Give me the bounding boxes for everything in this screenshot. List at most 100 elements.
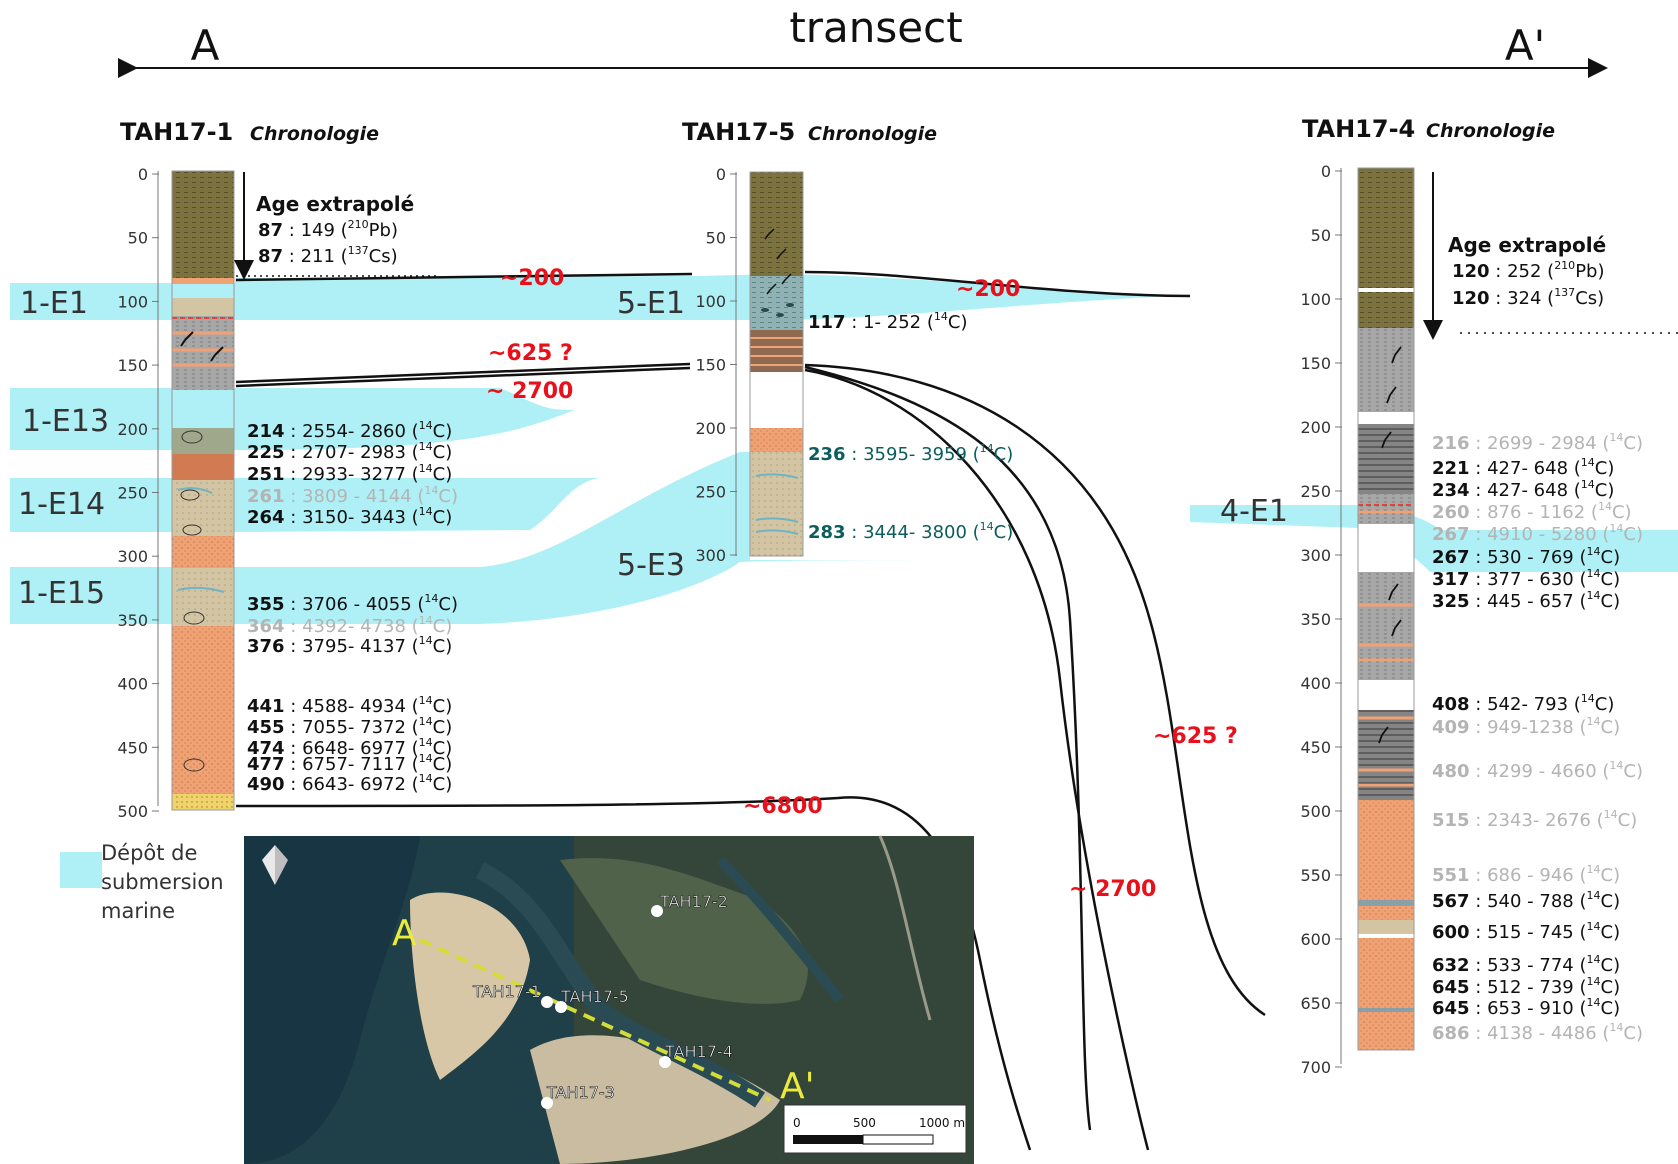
band-4-E1 xyxy=(1190,505,1678,572)
depth-tick-label: 0 xyxy=(138,165,148,184)
legend-line-1: Dépôt de xyxy=(101,841,197,865)
map-site-tah17-4 xyxy=(659,1056,671,1068)
extrap-age-label: 87 : 149 (210Pb) xyxy=(258,218,398,241)
correlation-age-labels: ~200~200~625 ?~ 2700~625 ?~6800~ 2700 xyxy=(486,266,1238,902)
line-6800 xyxy=(235,796,1032,1151)
event-label: 5-E1 xyxy=(617,286,685,321)
line-surface xyxy=(235,272,693,282)
age-labels: 214 : 2554- 2860 (14C)225 : 2707- 2983 (… xyxy=(247,218,1643,1044)
extrap-age-label: 87 : 211 (137Cs) xyxy=(258,244,398,267)
line-625-double-b xyxy=(235,366,691,388)
core-4-subtitle: Chronologie xyxy=(1426,120,1555,142)
extrap-age-label: 120 : 324 (137Cs) xyxy=(1452,286,1604,309)
core-5-subtitle: Chronologie xyxy=(808,123,937,145)
map-site-label: TAH17-1 xyxy=(472,982,541,1001)
map-site-label: TAH17-2 xyxy=(659,892,728,911)
event-label: 1-E1 xyxy=(20,286,88,321)
map-site-tah17-5 xyxy=(555,1001,567,1013)
depth-tick-label: 200 xyxy=(117,420,148,439)
age-label: 490 : 6643- 6972 (14C) xyxy=(247,772,452,795)
correlation-age: ~625 ? xyxy=(1153,724,1238,749)
map-north-arrow xyxy=(262,845,275,885)
depth-tick-label: 200 xyxy=(695,419,726,438)
depth-tick-label: 250 xyxy=(695,483,726,502)
event-label: 4-E1 xyxy=(1220,494,1288,529)
age-label: 551 : 686 - 946 (14C) xyxy=(1432,863,1620,886)
core-tah17-5 xyxy=(749,171,804,557)
age-label: 267 : 4910 - 5280 (14C) xyxy=(1432,522,1643,545)
depth-tick-label: 50 xyxy=(706,229,726,248)
legend-swatch xyxy=(60,852,102,888)
age-label: 632 : 533 - 774 (14C) xyxy=(1432,953,1620,976)
depth-tick-label: 100 xyxy=(117,292,148,311)
core-1-subtitle: Chronologie xyxy=(250,123,379,145)
core-tah17-4 xyxy=(1357,167,1415,1051)
map-label-a: A xyxy=(392,913,417,954)
age-label: 234 : 427- 648 (14C) xyxy=(1432,478,1614,501)
age-label: 441 : 4588- 4934 (14C) xyxy=(247,694,452,717)
map-scale-box xyxy=(783,1104,967,1154)
age-label: 214 : 2554- 2860 (14C) xyxy=(247,419,452,442)
map-site-tah17-2 xyxy=(651,905,663,917)
band-1-E15 xyxy=(10,452,1050,624)
depth-tick-label: 150 xyxy=(695,356,726,375)
age-label: 515 : 2343- 2676 (14C) xyxy=(1432,808,1637,831)
age-label: 480 : 4299 - 4660 (14C) xyxy=(1432,759,1643,782)
age-label: 325 : 445 - 657 (14C) xyxy=(1432,589,1620,612)
age-label: 267 : 530 - 769 (14C) xyxy=(1432,545,1620,568)
depth-tick-label: 350 xyxy=(1300,610,1331,629)
map-scale-label: 0 xyxy=(793,1116,801,1130)
depth-tick-label: 400 xyxy=(117,675,148,694)
correlation-age: ~6800 xyxy=(743,794,823,819)
depth-tick-label: 0 xyxy=(716,165,726,184)
depth-tick-label: 150 xyxy=(1300,354,1331,373)
map-scale-label: 1000 m xyxy=(919,1116,965,1130)
age-label: 474 : 6648- 6977 (14C) xyxy=(247,736,452,759)
age-label: 221 : 427- 648 (14C) xyxy=(1432,456,1614,479)
transect-title: transect xyxy=(789,3,962,52)
map-label-a-prime: A' xyxy=(780,1066,815,1107)
transect-left-label: A xyxy=(191,21,220,70)
age-label: 216 : 2699 - 2984 (14C) xyxy=(1432,431,1643,454)
depth-tick-label: 100 xyxy=(1300,290,1331,309)
extrap-age-label: 120 : 252 (210Pb) xyxy=(1452,259,1605,282)
age-label: 686 : 4138 - 4486 (14C) xyxy=(1432,1021,1643,1044)
legend-line-3: marine xyxy=(101,899,175,923)
age-label: 477 : 6757- 7117 (14C) xyxy=(247,752,452,775)
core-4-name: TAH17-4 xyxy=(1302,115,1415,143)
age-label: 261 : 3809 - 4144 (14C) xyxy=(247,484,458,507)
map-site-label: TAH17-4 xyxy=(664,1042,733,1061)
depth-tick-label: 600 xyxy=(1300,930,1331,949)
band-1-E1 xyxy=(10,274,1180,320)
map-site-tah17-1 xyxy=(541,996,553,1008)
depth-ticks: 0501001502002503003504004505000501001502… xyxy=(117,162,1342,1077)
age-label: 355 : 3706 - 4055 (14C) xyxy=(247,592,458,615)
depth-tick-label: 300 xyxy=(695,546,726,565)
age-label: 260 : 876 - 1162 (14C) xyxy=(1432,500,1632,523)
age-label: 225 : 2707- 2983 (14C) xyxy=(247,440,452,463)
depth-tick-label: 200 xyxy=(1300,418,1331,437)
depth-tick-label: 50 xyxy=(128,229,148,248)
map-transect-line xyxy=(419,938,771,1102)
core-5-name: TAH17-5 xyxy=(682,118,795,146)
map-site-label: TAH17-3 xyxy=(546,1083,615,1102)
map-scale-label: 500 xyxy=(853,1116,876,1130)
map-inset xyxy=(244,835,974,1164)
correlation-age: ~ 2700 xyxy=(1069,877,1156,902)
titles: transect A A' TAH17-1 Chronologie TAH17-… xyxy=(101,3,1606,1107)
age-label: 455 : 7055- 7372 (14C) xyxy=(247,715,452,738)
depth-tick-label: 550 xyxy=(1300,866,1331,885)
transect-right-label: A' xyxy=(1505,21,1545,70)
map-site-tah17-3 xyxy=(541,1097,553,1109)
depth-tick-label: 350 xyxy=(117,611,148,630)
age-label: 408 : 542- 793 (14C) xyxy=(1432,692,1614,715)
depth-tick-label: 450 xyxy=(1300,738,1331,757)
depth-tick-label: 250 xyxy=(117,484,148,503)
age-label: 236 : 3595- 3959 (14C) xyxy=(808,442,1013,465)
depth-tick-label: 700 xyxy=(1300,1058,1331,1077)
depth-tick-label: 250 xyxy=(1300,482,1331,501)
depth-tick-label: 150 xyxy=(117,356,148,375)
